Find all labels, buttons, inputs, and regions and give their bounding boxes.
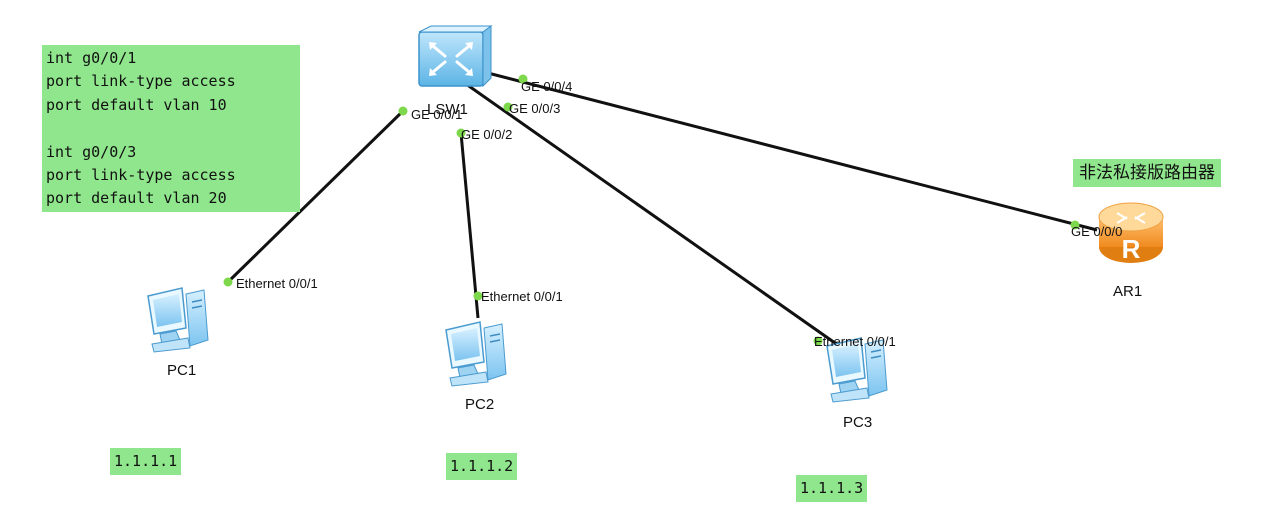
- links-layer: [226, 70, 1098, 352]
- config-note[interactable]: int g0/0/1 port link-type access port defa…: [42, 45, 300, 212]
- port-dot-pc2: [473, 291, 483, 301]
- port-label-pc2-eth001: Ethernet 0/0/1: [481, 289, 563, 304]
- switch-icon[interactable]: [418, 25, 493, 88]
- link-lsw1-ar1: [483, 70, 1098, 232]
- port-dot-ar1: [1070, 220, 1080, 230]
- port-label-pc3-eth001: Ethernet 0/0/1: [814, 334, 896, 349]
- pc1-label: PC1: [167, 362, 197, 379]
- port-dot-lsw1-ge002: [456, 128, 466, 138]
- config-line: port default vlan 10: [46, 95, 227, 114]
- svg-text:R: R: [1122, 234, 1141, 264]
- config-line: int g0/0/1: [46, 49, 137, 67]
- config-line: port default vlan 20: [46, 189, 227, 208]
- router-icon[interactable]: R: [1098, 202, 1164, 264]
- link-lsw1-pc3: [465, 82, 846, 352]
- port-dot-pc3: [813, 336, 823, 346]
- link-lsw1-pc1: [226, 109, 405, 284]
- pc1-ip-tag[interactable]: 1.1.1.1: [110, 448, 182, 475]
- router-note[interactable]: 非法私接版路由器: [1073, 159, 1221, 187]
- config-line: int g0/0/3: [46, 142, 137, 161]
- pc3-label: PC3: [843, 414, 873, 431]
- config-line: port link-type access: [46, 166, 236, 185]
- router-label: AR1: [1113, 283, 1143, 300]
- pc2-label: PC2: [465, 396, 495, 413]
- pc2-ip-tag[interactable]: 1.1.1.2: [446, 453, 518, 480]
- port-dots: [223, 74, 1080, 346]
- port-label-pc1-eth001: Ethernet 0/0/1: [236, 276, 318, 291]
- config-line: [46, 117, 300, 140]
- config-line: port link-type access: [46, 72, 236, 91]
- port-label-lsw1-ge001: GE 0/0/1: [411, 107, 463, 122]
- port-dot-lsw1-ge003: [503, 102, 513, 112]
- port-dot-lsw1-ge004: [518, 74, 528, 84]
- link-lsw1-pc2: [459, 132, 480, 319]
- pc3-ip-tag[interactable]: 1.1.1.3: [796, 475, 868, 502]
- port-label-lsw1-ge004: GE 0/0/4: [521, 79, 573, 94]
- pc1-icon[interactable]: [147, 287, 209, 353]
- port-dot-pc1: [223, 277, 233, 287]
- switch-label: LSW1: [427, 101, 468, 118]
- port-label-lsw1-ge003: GE 0/0/3: [509, 101, 561, 116]
- port-label-lsw1-ge002: GE 0/0/2: [461, 127, 513, 142]
- port-label-ar1-ge000: GE 0/0/0: [1071, 224, 1123, 239]
- port-dot-lsw1-ge001: [398, 106, 408, 116]
- pc2-icon[interactable]: [445, 321, 507, 387]
